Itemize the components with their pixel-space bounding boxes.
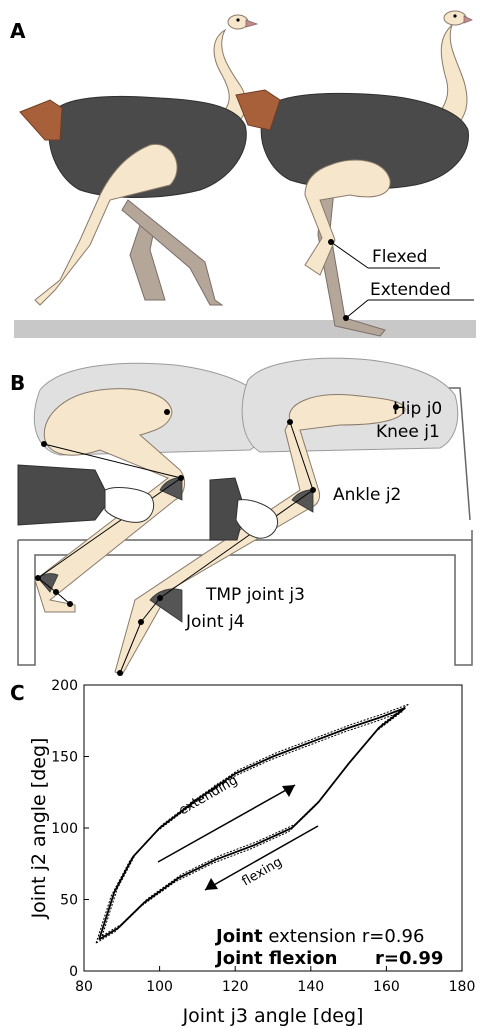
- y-tick-label: 50: [60, 893, 78, 909]
- ground: [14, 320, 476, 338]
- panel-a-label: A: [10, 19, 26, 43]
- extension-stat: Joint extension r=0.96: [214, 926, 424, 947]
- flexed-label: Flexed: [372, 247, 427, 267]
- series-lines: [96, 704, 408, 943]
- x-axis-label: Joint j3 angle [deg]: [182, 1005, 364, 1027]
- x-tick-label: 140: [297, 979, 324, 995]
- hip-label: Hip j0: [393, 399, 442, 419]
- y-tick-label: 100: [51, 821, 78, 837]
- x-tick-label: 80: [75, 979, 93, 995]
- x-tick-label: 160: [373, 979, 400, 995]
- panel-b-label: B: [10, 371, 25, 395]
- extended-label: Extended: [370, 280, 451, 300]
- tmp-label: TMP joint j3: [205, 585, 305, 605]
- ostrich-head: [444, 11, 466, 25]
- series-extending-trace: [99, 708, 405, 940]
- ostrich-head: [228, 15, 248, 29]
- y-axis-label: Joint j2 angle [deg]: [28, 738, 50, 920]
- x-tick-label: 120: [222, 979, 249, 995]
- panel-c-label: C: [10, 681, 25, 705]
- series-flexing-trace: [96, 711, 402, 943]
- y-tick-label: 0: [69, 964, 78, 980]
- extending-arrow-label: extending: [177, 773, 241, 819]
- j4-label: Joint j4: [185, 612, 245, 632]
- x-tick-label: 180: [449, 979, 476, 995]
- y-tick-label: 200: [51, 678, 78, 694]
- knee-label: Knee j1: [376, 422, 440, 442]
- hand-left: [18, 465, 154, 525]
- y-ticks: 0 50 100 150 200: [51, 678, 89, 980]
- ostrich-running-left: [20, 15, 257, 305]
- series-flexing-trace: [99, 708, 405, 940]
- series-extending-trace: [96, 711, 402, 943]
- flexing-arrow-label: flexing: [240, 855, 285, 890]
- x-ticks: 80 100 120 140 160 180: [75, 966, 475, 995]
- hand-right: [210, 478, 278, 540]
- flexion-stat: Joint flexion r=0.99: [214, 948, 443, 969]
- x-tick-label: 100: [146, 979, 173, 995]
- chart-loop-plot: 0 50 100 150 200 80 100 120 140 160 180 extending…: [28, 678, 475, 1027]
- y-tick-label: 150: [51, 750, 78, 766]
- ankle-label: Ankle j2: [333, 485, 401, 505]
